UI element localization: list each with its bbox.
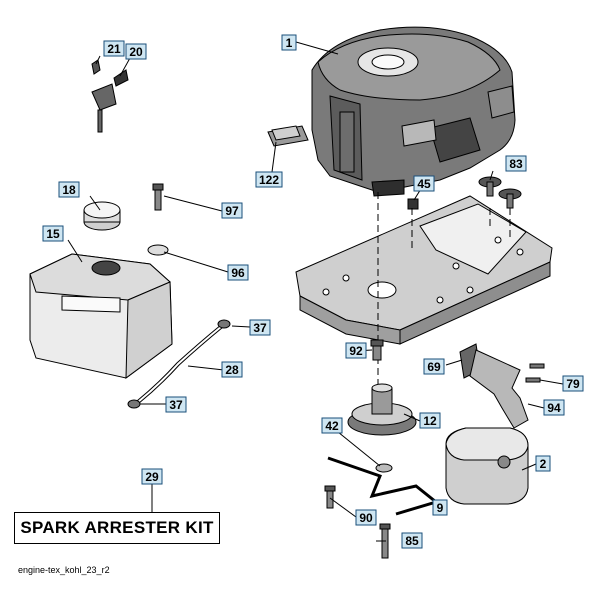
callout-2-text: 2	[540, 457, 547, 471]
callout-122: 122	[255, 171, 283, 188]
engine-mount-plate	[295, 195, 553, 345]
part-9-rod	[327, 456, 440, 516]
callout-45-text: 45	[417, 177, 431, 191]
callout-42-text: 42	[325, 419, 339, 433]
callout-12-text: 12	[423, 414, 437, 428]
callout-92-text: 92	[349, 344, 363, 358]
engine	[311, 26, 516, 197]
leader-lines	[67, 41, 564, 542]
callout-85-text: 85	[405, 534, 419, 548]
callout-90: 90	[355, 509, 377, 526]
callout-79-text: 79	[566, 377, 580, 391]
callout-20: 20	[125, 43, 147, 60]
callout-79: 79	[562, 375, 584, 392]
part-97-bolt	[152, 183, 164, 211]
callout-1: 1	[281, 34, 297, 51]
callout-12: 12	[419, 412, 441, 429]
callout-28: 28	[221, 361, 243, 378]
part-96-washer	[147, 244, 169, 256]
callout-37-top-text: 37	[253, 321, 267, 335]
callout-29-text: 29	[145, 470, 159, 484]
callout-45: 45	[413, 175, 435, 192]
callout-83-text: 83	[509, 157, 523, 171]
part-45-nut	[407, 198, 419, 210]
part-2-muffler	[445, 427, 529, 505]
callout-18: 18	[58, 181, 80, 198]
callout-37-bottom-text: 37	[169, 398, 183, 412]
part-122-bracket	[267, 125, 309, 147]
part-92-bolt	[370, 339, 384, 361]
part-15-fuel-tank	[29, 253, 173, 380]
part-79-bolts	[525, 363, 545, 383]
callout-94: 94	[543, 399, 565, 416]
part-90-bolt	[324, 485, 336, 509]
callout-18-text: 18	[62, 183, 76, 197]
callout-90-text: 90	[359, 511, 373, 525]
part-37-clamp-bottom	[127, 399, 141, 409]
callout-92: 92	[345, 342, 367, 359]
drawing-code: engine-tex_kohl_23_r2	[18, 565, 110, 575]
callout-1-text: 1	[286, 36, 293, 50]
callout-42: 42	[321, 417, 343, 434]
callout-69: 69	[423, 358, 445, 375]
callout-83: 83	[505, 155, 527, 172]
callout-37-bottom: 37	[165, 396, 187, 413]
callout-85: 85	[401, 532, 423, 549]
callout-15: 15	[42, 225, 64, 242]
callout-20-text: 20	[129, 45, 143, 59]
callout-15-text: 15	[46, 227, 60, 241]
callout-96-text: 96	[231, 266, 245, 280]
callout-21: 21	[103, 40, 125, 57]
part-12-pulley	[347, 383, 417, 436]
callout-94-text: 94	[547, 401, 561, 415]
callout-97-text: 97	[225, 204, 239, 218]
part-85-bolt	[379, 523, 391, 559]
part-94-exhaust-pipe	[469, 349, 529, 429]
callout-69-text: 69	[427, 360, 441, 374]
callout-9-text: 9	[437, 501, 444, 515]
callout-21-text: 21	[107, 42, 121, 56]
callout-9: 9	[432, 499, 448, 516]
part-37-clamp-top	[217, 319, 231, 329]
part-83-knobs	[478, 176, 522, 209]
callout-122-text: 122	[259, 173, 279, 187]
callout-97: 97	[221, 202, 243, 219]
callout-37-top: 37	[249, 319, 271, 336]
callout-29: 29	[141, 468, 163, 485]
part-18-fuel-cap	[83, 201, 121, 231]
callout-28-text: 28	[225, 363, 239, 377]
spark-arrester-kit-label: SPARK ARRESTER KIT	[14, 512, 220, 544]
callout-96: 96	[227, 264, 249, 281]
callout-2: 2	[535, 455, 551, 472]
